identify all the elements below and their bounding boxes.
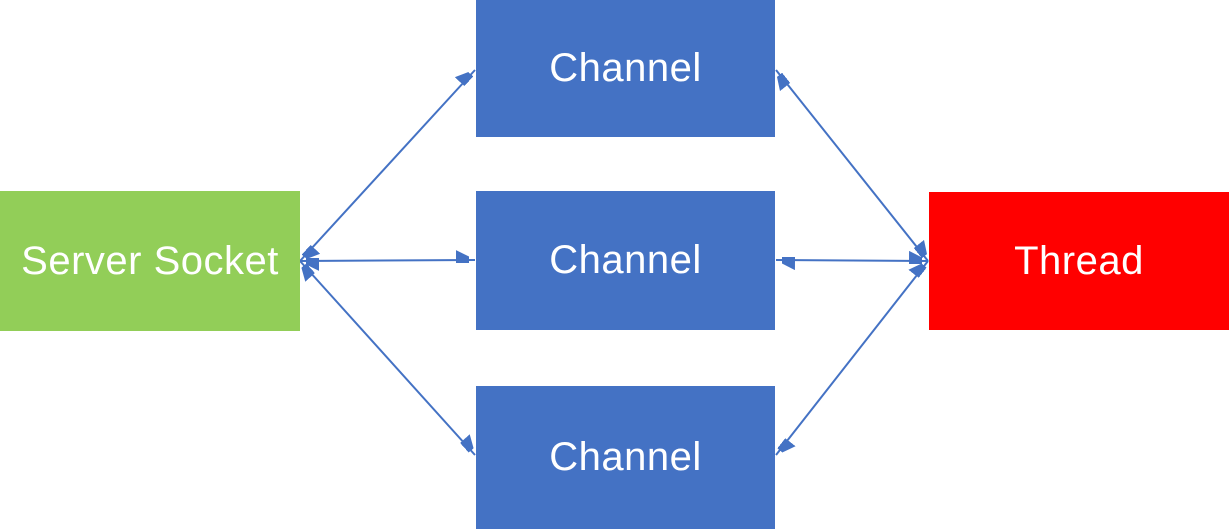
server-socket-label: Server Socket [21, 238, 279, 283]
connector-thread-channel-top [775, 69, 929, 262]
server-socket-node: Server Socket [0, 191, 300, 331]
connector-serversocket-channel-middle [299, 260, 476, 261]
channel-bottom-node: Channel [476, 386, 775, 529]
channel-middle-node: Channel [476, 191, 775, 330]
connector-serversocket-channel-top [299, 70, 476, 261]
connector-thread-channel-bottom [775, 261, 929, 455]
thread-node: Thread [929, 192, 1229, 330]
thread-label: Thread [1014, 238, 1144, 283]
channel-middle-label: Channel [549, 238, 702, 282]
channel-top-node: Channel [476, 0, 775, 137]
connector-serversocket-channel-bottom [299, 260, 476, 456]
connector-thread-channel-middle [775, 260, 929, 261]
channel-top-label: Channel [549, 46, 702, 90]
channel-bottom-label: Channel [549, 435, 702, 479]
